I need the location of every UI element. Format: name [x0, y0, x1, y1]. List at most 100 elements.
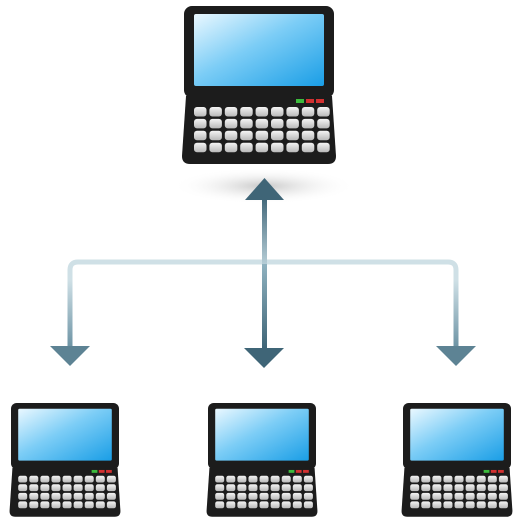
keyboard-key [240, 142, 253, 153]
keyboard-key [421, 501, 431, 509]
status-led [288, 469, 295, 473]
keyboard-key [421, 475, 431, 483]
keyboard-key [432, 492, 442, 500]
keyboard-key [303, 501, 313, 509]
keyboard-key [215, 484, 225, 492]
keyboard-key [95, 475, 105, 483]
keyboard-key [476, 501, 486, 509]
keyboard-key [292, 475, 302, 483]
keyboard-key [271, 142, 284, 153]
keyboard-key [454, 501, 464, 509]
status-led [91, 469, 98, 473]
keyboard-key [286, 130, 299, 141]
down-arrowhead-left [50, 346, 90, 366]
keyboard-key [194, 118, 207, 129]
keyboard-key [209, 107, 222, 117]
drop-right [453, 280, 459, 346]
keyboard-key [270, 484, 280, 492]
keyboard-key [317, 118, 330, 129]
laptop-screen [215, 408, 309, 461]
keyboard-key [106, 501, 116, 509]
keyboard-key [248, 475, 258, 483]
keyboard-key [465, 484, 475, 492]
keyboard-key [194, 107, 207, 117]
keyboard-key [240, 130, 253, 141]
keyboard-key [84, 501, 94, 509]
keyboard-key [301, 107, 315, 117]
keyboard-key [224, 118, 238, 129]
client-laptop-3 [401, 403, 513, 517]
keyboard-key [498, 501, 508, 509]
keyboard-key [454, 475, 464, 483]
keyboard-key [29, 475, 39, 483]
keyboard-key [410, 484, 420, 492]
keyboard-key [465, 475, 475, 483]
keyboard-key [476, 484, 486, 492]
up-arrowhead [245, 178, 284, 200]
keyboard-key [40, 501, 50, 509]
keyboard-key [40, 475, 50, 483]
keyboard-key [106, 484, 116, 492]
keyboard-key [465, 492, 475, 500]
keyboard-key [29, 492, 39, 500]
keyboard-key [240, 118, 253, 129]
keyboard-key [237, 501, 247, 509]
keyboard-key [281, 475, 291, 483]
keyboard-key [51, 501, 61, 509]
client-laptop-1 [9, 403, 121, 517]
keyboard-key [248, 484, 258, 492]
keyboard-key [301, 130, 315, 141]
keyboard-key [443, 492, 453, 500]
laptop-base [401, 467, 513, 517]
keyboard-key [498, 492, 508, 500]
keyboard-key [209, 130, 222, 141]
keyboard-key [209, 118, 222, 129]
keyboard-key [255, 142, 269, 153]
keyboard-key [303, 475, 313, 483]
keyboard-key [301, 142, 315, 153]
status-led [295, 469, 302, 473]
keyboard-key [215, 475, 225, 483]
keyboard-key [271, 107, 284, 117]
keyboard-key [18, 484, 28, 492]
keyboard-key [498, 484, 508, 492]
keyboard-key [237, 484, 247, 492]
keyboard-key [317, 142, 330, 153]
laptop-icon [182, 6, 336, 164]
keyboard-key [237, 492, 247, 500]
keyboard-key [240, 107, 253, 117]
status-led [490, 469, 497, 473]
keyboard-key [95, 492, 105, 500]
keyboard-key [292, 484, 302, 492]
keyboard-key [215, 501, 225, 509]
keyboard-key [317, 107, 330, 117]
keyboard-key [73, 475, 83, 483]
keyboard-key [224, 107, 238, 117]
keyboard-key [271, 130, 284, 141]
status-led [316, 99, 324, 103]
keyboard-key [29, 501, 39, 509]
keyboard-key [286, 107, 299, 117]
keyboard-key [248, 501, 258, 509]
keyboard-key [106, 475, 116, 483]
keyboard-key [255, 130, 269, 141]
keyboard-key [410, 501, 420, 509]
uplink-stem [262, 196, 267, 266]
keyboard-key [476, 492, 486, 500]
keyboard-key [51, 492, 61, 500]
laptop-icon [9, 403, 121, 517]
keyboard-key [62, 484, 72, 492]
keyboard-key [443, 501, 453, 509]
laptop-base [9, 467, 121, 517]
status-led [296, 99, 304, 103]
status-led [306, 99, 314, 103]
keyboard-key [259, 501, 269, 509]
laptop-screen [18, 408, 112, 461]
keyboard-key [84, 484, 94, 492]
keyboard-key [106, 492, 116, 500]
keyboard-key [454, 492, 464, 500]
keyboard-key [84, 475, 94, 483]
keyboard-key [303, 484, 313, 492]
keyboard-key [301, 118, 315, 129]
